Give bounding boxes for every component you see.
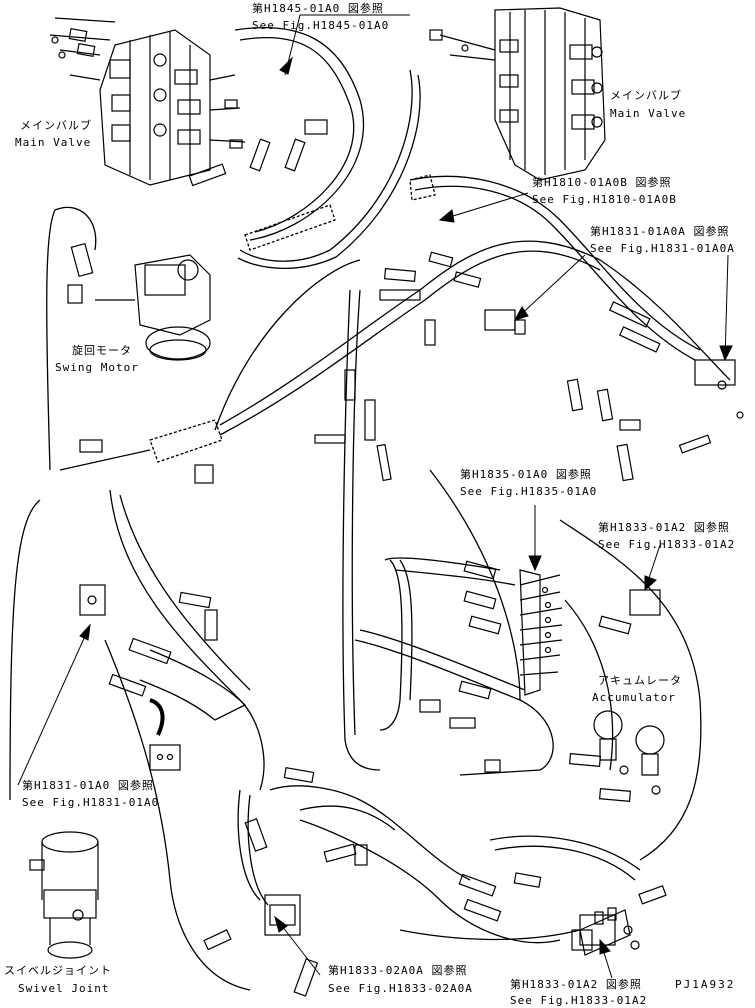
callout-h1835-en: See Fig.H1835-01A0 bbox=[460, 485, 598, 498]
callout-swing-motor-jp: 旋回モータ bbox=[72, 344, 132, 357]
callout-main-valve-right-jp: メインバルブ bbox=[610, 89, 682, 102]
callout-h1831a-en: See Fig.H1831-01A0A bbox=[590, 242, 735, 255]
callout-main-valve-left-jp: メインバルブ bbox=[20, 119, 92, 132]
main-valve-left-drawing bbox=[49, 17, 246, 186]
drawing-code: PJ1A932 bbox=[675, 978, 736, 991]
accumulator-drawing bbox=[593, 710, 665, 795]
callout-h1833a2-bottom-en: See Fig.H1833-01A2 bbox=[510, 994, 648, 1007]
callout-h1833a2-top-jp: 第H1833-01A2 図参照 bbox=[598, 521, 730, 534]
callout-h1833a2-top-en: See Fig.H1833-01A2 bbox=[598, 538, 736, 551]
callout-h1810-jp: 第H1810-01A0B 図参照 bbox=[532, 176, 672, 189]
callout-main-valve-right-en: Main Valve bbox=[610, 107, 687, 120]
h1835-manifold-drawing bbox=[519, 569, 563, 696]
callout-h1845-jp: 第H1845-01A0 図参照 bbox=[252, 2, 384, 15]
callout-accumulator-en: Accumulator bbox=[592, 691, 676, 704]
main-valve-right-drawing bbox=[429, 7, 606, 181]
callout-h1831-en: See Fig.H1831-01A0 bbox=[22, 796, 160, 809]
callout-h1831a-jp: 第H1831-01A0A 図参照 bbox=[590, 225, 730, 238]
callout-h1833-02-en: See Fig.H1833-02A0A bbox=[328, 982, 473, 995]
callout-h1833-02-jp: 第H1833-02A0A 図参照 bbox=[328, 964, 468, 977]
swing-motor-drawing bbox=[67, 242, 211, 361]
leader-lines bbox=[17, 14, 733, 979]
callout-accumulator-jp: アキュムレータ bbox=[598, 674, 682, 687]
callout-swivel-joint-en: Swivel Joint bbox=[18, 982, 110, 995]
callout-h1845-en: See Fig.H1845-01A0 bbox=[252, 19, 390, 32]
callout-h1835-jp: 第H1835-01A0 図参照 bbox=[460, 468, 592, 481]
hose-bundles bbox=[9, 26, 731, 991]
swivel-joint-drawing bbox=[29, 831, 99, 959]
callout-h1833a2-bottom-jp: 第H1833-01A2 図参照 bbox=[510, 978, 642, 991]
callout-main-valve-left-en: Main Valve bbox=[15, 136, 92, 149]
callout-swivel-joint-jp: スイベルジョイント bbox=[4, 964, 112, 977]
callout-swing-motor-en: Swing Motor bbox=[55, 361, 139, 374]
callout-h1831-jp: 第H1831-01A0 図参照 bbox=[22, 779, 154, 792]
bottom-manifold-drawing bbox=[579, 907, 631, 956]
callout-h1810-en: See Fig.H1810-01A0B bbox=[532, 193, 677, 206]
